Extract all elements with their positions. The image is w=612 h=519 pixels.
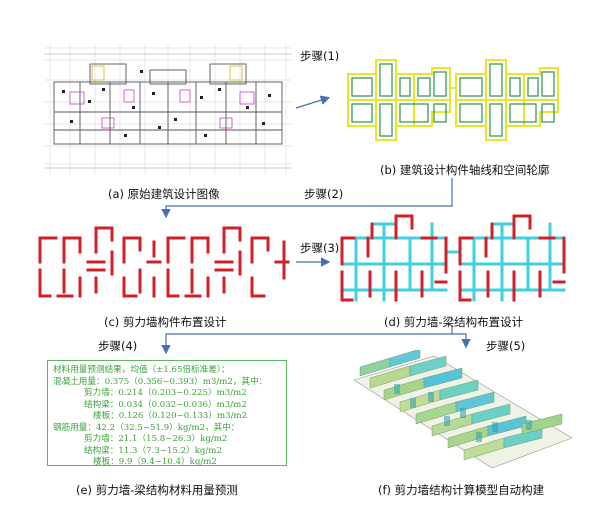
caption-b: (b) 建筑设计构件轴线和空间轮廓 <box>380 163 550 177</box>
step5-label: 步骤(5) <box>486 339 526 353</box>
arrow-step2 <box>161 178 453 219</box>
material-prediction-box: 材料用量预测结果，均值（±1.65倍标准差）： 混凝土用量：0.375（0.35… <box>47 360 287 467</box>
axes-contours-image <box>347 59 559 141</box>
arrow-step5 <box>452 333 471 349</box>
prediction-line: 结构梁：11.3（7.3~15.2）kg/m2 <box>84 445 222 456</box>
step3-label: 步骤(3) <box>300 241 340 255</box>
caption-f: (f) 剪力墙结构计算模型自动构建 <box>378 483 545 497</box>
structural-model-3d <box>353 350 573 469</box>
caption-c: (c) 剪力墙构件布置设计 <box>104 315 227 329</box>
arrow-step4 <box>161 326 453 355</box>
panel-shear-wall-layout <box>36 222 292 304</box>
prediction-line: 结构梁：0.034（0.032~0.036）m3/m2 <box>84 399 247 410</box>
arrow-step1 <box>295 95 331 109</box>
step1-label: 步骤(1) <box>300 49 340 63</box>
prediction-line: 混凝土用量：0.375（0.356~0.393）m3/m2，其中： <box>53 376 268 387</box>
panel-axes-contours <box>336 52 570 150</box>
step2-label: 步骤(2) <box>304 187 344 201</box>
caption-d: (d) 剪力墙-梁结构布置设计 <box>384 315 524 329</box>
shear-wall-beam-image <box>340 214 566 302</box>
prediction-line: 剪力墙：0.214（0.203~0.225）m3/m2 <box>84 388 247 398</box>
prediction-line: 楼板：0.126（0.120~0.133）m3/m2 <box>93 411 248 421</box>
step4-label: 步骤(4) <box>98 339 138 353</box>
shear-wall-image <box>38 226 290 298</box>
panel-original-drawing <box>40 40 296 178</box>
prediction-line: 材料用量预测结果，均值（±1.65倍标准差）： <box>53 365 230 375</box>
panel-3d-model <box>350 350 576 474</box>
caption-a: (a) 原始建筑设计图像 <box>108 187 220 201</box>
original-drawing-image <box>40 40 296 178</box>
prediction-line: 楼板：9.9（9.4~10.4）kg/m2 <box>93 457 217 467</box>
caption-e: (e) 剪力墙-梁结构材料用量预测 <box>76 483 238 497</box>
panel-shear-wall-beam-layout <box>336 212 572 310</box>
prediction-line: 剪力墙：21.1（15.8~26.3）kg/m2 <box>84 434 228 444</box>
prediction-line: 钢筋用量：42.2（32.5~51.9）kg/m2，其中： <box>53 422 240 433</box>
